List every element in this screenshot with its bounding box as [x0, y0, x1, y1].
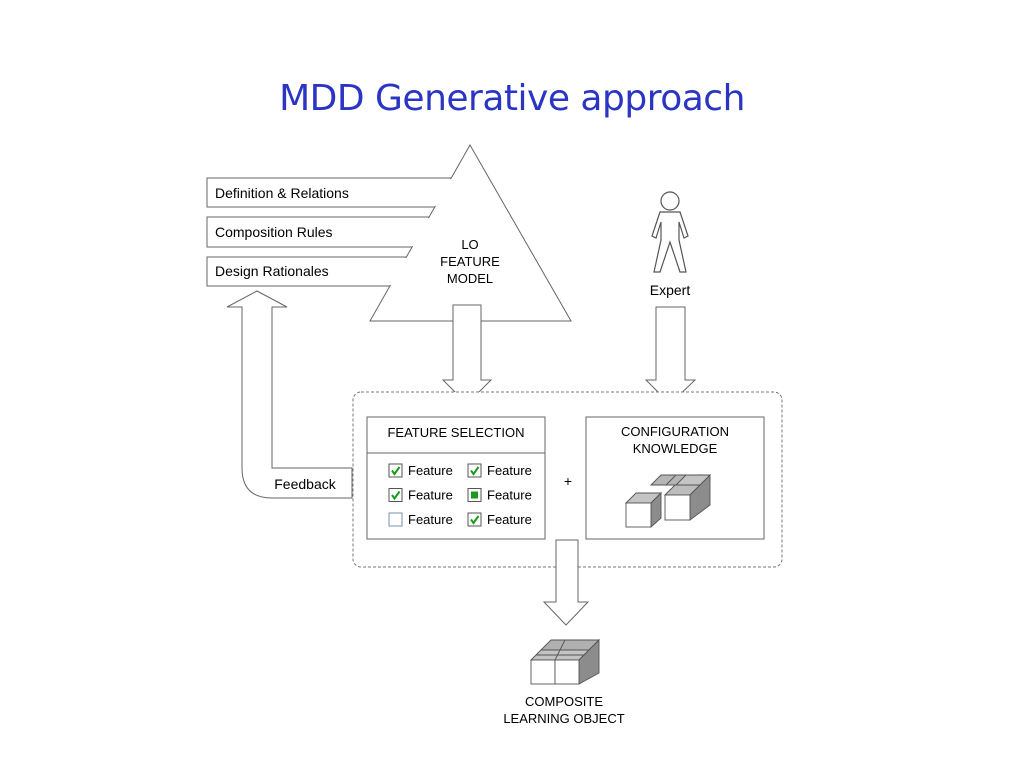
stack-label-composition-rules: Composition Rules [215, 224, 333, 240]
feature-label: Feature [408, 488, 453, 503]
plus-sign: + [564, 473, 572, 489]
expert-label: Expert [650, 282, 691, 298]
checkmark-icon [470, 515, 480, 525]
feedback-arrow [226, 290, 353, 499]
feature-label: Feature [487, 463, 532, 478]
stack-label-definition-relations: Definition & Relations [215, 185, 349, 201]
arrow-to-composite [542, 539, 590, 626]
feedback-label: Feedback [274, 476, 336, 492]
checkbox-icon [388, 488, 403, 502]
feature-item: Feature [388, 463, 453, 478]
configuration-knowledge-box: CONFIGURATION KNOWLEDGE [585, 416, 765, 540]
lo-feature-model-line-2: FEATURE [440, 254, 500, 269]
feature-label: Feature [408, 512, 453, 527]
configuration-knowledge-line-1: CONFIGURATION [621, 424, 729, 439]
checkmark-icon [391, 490, 401, 501]
feature-label: Feature [487, 512, 532, 527]
stack-box-design-rationales: Design Rationales [206, 256, 422, 287]
feature-selection-title: FEATURE SELECTION [387, 425, 524, 440]
feature-label: Feature [408, 463, 453, 478]
stack-label-design-rationales: Design Rationales [215, 263, 329, 279]
lo-feature-model-line-3: MODEL [447, 271, 493, 286]
feature-item: Feature [388, 488, 453, 503]
filled-square-icon [471, 491, 478, 499]
checkbox-icon [467, 463, 482, 478]
feature-label: Feature [487, 488, 532, 503]
feature-item: Feature [467, 463, 532, 478]
feature-item: Feature [467, 488, 532, 503]
checkbox-icon [467, 512, 482, 527]
composite-line-2: LEARNING OBJECT [503, 711, 624, 726]
composite-line-1: COMPOSITE [525, 694, 603, 709]
checkmark-icon [470, 466, 480, 476]
checkbox-icon [388, 512, 403, 527]
checkbox-icon [388, 463, 403, 478]
lo-feature-model-line-1: LO [461, 237, 478, 252]
checkmark-icon [391, 466, 401, 476]
slide-title: MDD Generative approach [279, 78, 745, 119]
feature-item: Feature [467, 512, 532, 527]
cubes-icon [529, 638, 601, 685]
person-icon [651, 191, 689, 273]
lo-feature-model-triangle: LO FEATURE MODEL [369, 143, 572, 322]
configuration-knowledge-line-2: KNOWLEDGE [633, 441, 718, 456]
arrow-expert-to-selection [644, 306, 697, 405]
feature-item: Feature [388, 512, 453, 527]
cubes-icon [624, 473, 712, 529]
